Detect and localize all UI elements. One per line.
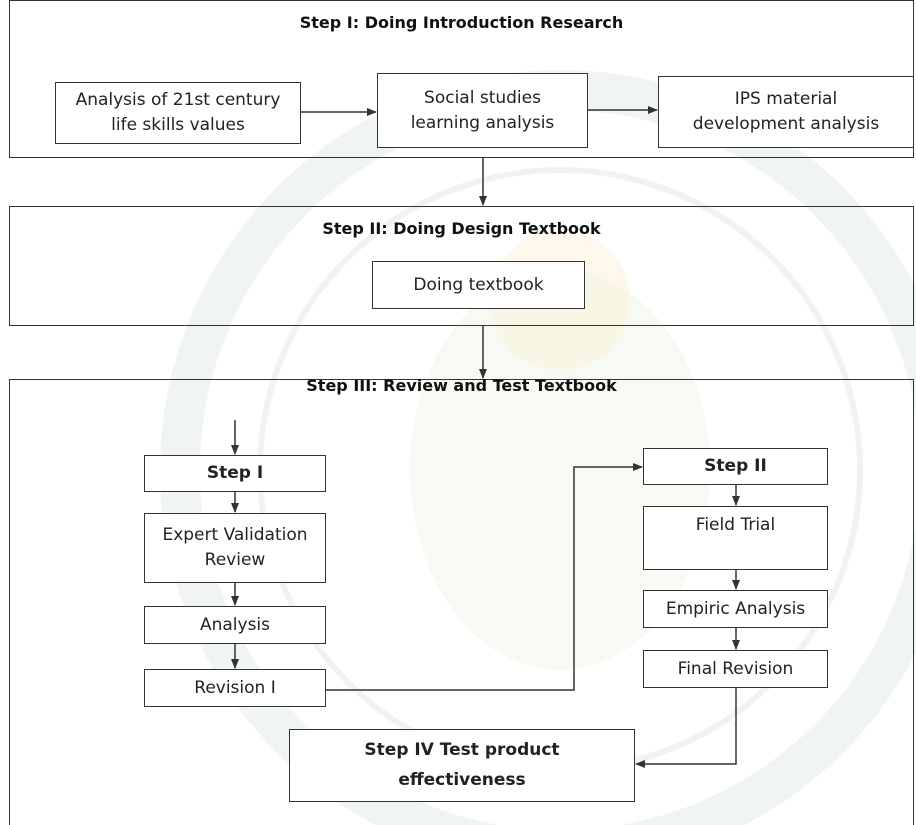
arrow-final-to-step4 [635, 688, 737, 768]
arrow-revision-to-step2 [326, 463, 643, 691]
final-revision-box: Final Revision [643, 650, 828, 688]
step-4-box: Step IV Test product effectiveness [289, 729, 635, 802]
revision-1-box: Revision I [144, 669, 326, 707]
analysis-box: Analysis [144, 606, 326, 644]
step-2-title: Step II: Doing Design Textbook [322, 219, 601, 238]
step-3-title: Step III: Review and Test Textbook [306, 376, 617, 395]
review-step-2-head: Step II [643, 448, 828, 485]
life-skills-analysis-box: Analysis of 21st century life skills val… [55, 82, 301, 144]
expert-validation-review-box: Expert Validation Review [144, 513, 326, 583]
step-2-panel: Step II: Doing Design Textbook [9, 206, 914, 326]
field-trial-box: Field Trial [643, 506, 828, 570]
ips-material-analysis-box: IPS material development analysis [658, 76, 914, 148]
social-studies-analysis-box: Social studies learning analysis [377, 73, 588, 148]
doing-textbook-box: Doing textbook [372, 261, 585, 309]
empiric-analysis-box: Empiric Analysis [643, 590, 828, 628]
step-1-title: Step I: Doing Introduction Research [299, 13, 624, 32]
step-3-panel: Step III: Review and Test Textbook [9, 376, 914, 825]
review-step-1-head: Step I [144, 455, 326, 492]
